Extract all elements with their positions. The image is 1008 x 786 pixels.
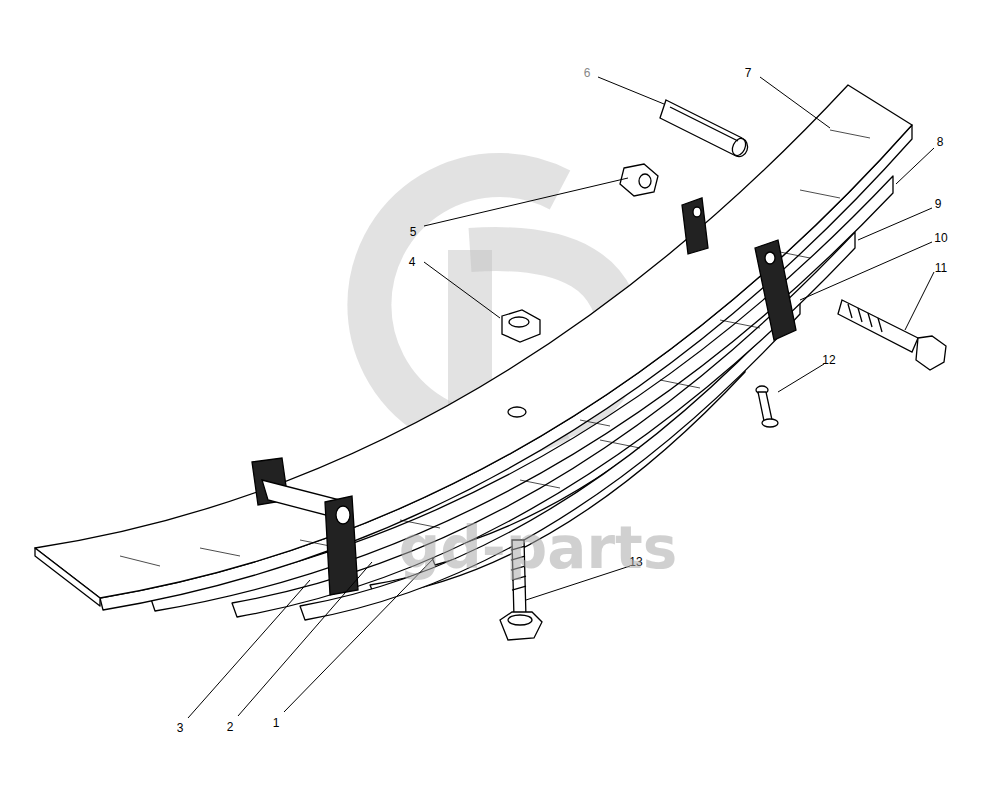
callout-number: 4 <box>409 256 416 268</box>
callout-number: 7 <box>745 67 752 79</box>
callout-number: 5 <box>410 226 417 238</box>
watermark-text: gd-parts <box>399 519 678 577</box>
callout-number: 11 <box>935 262 947 274</box>
callout-number: 6 <box>584 67 591 79</box>
callout-number: 8 <box>937 136 944 148</box>
callout-number: 9 <box>935 198 942 210</box>
callout-number: 1 <box>273 717 280 729</box>
callout-number: 3 <box>177 722 184 734</box>
callout-number: 10 <box>934 232 947 244</box>
callout-number: 2 <box>227 721 234 733</box>
callout-number: 12 <box>822 354 835 366</box>
